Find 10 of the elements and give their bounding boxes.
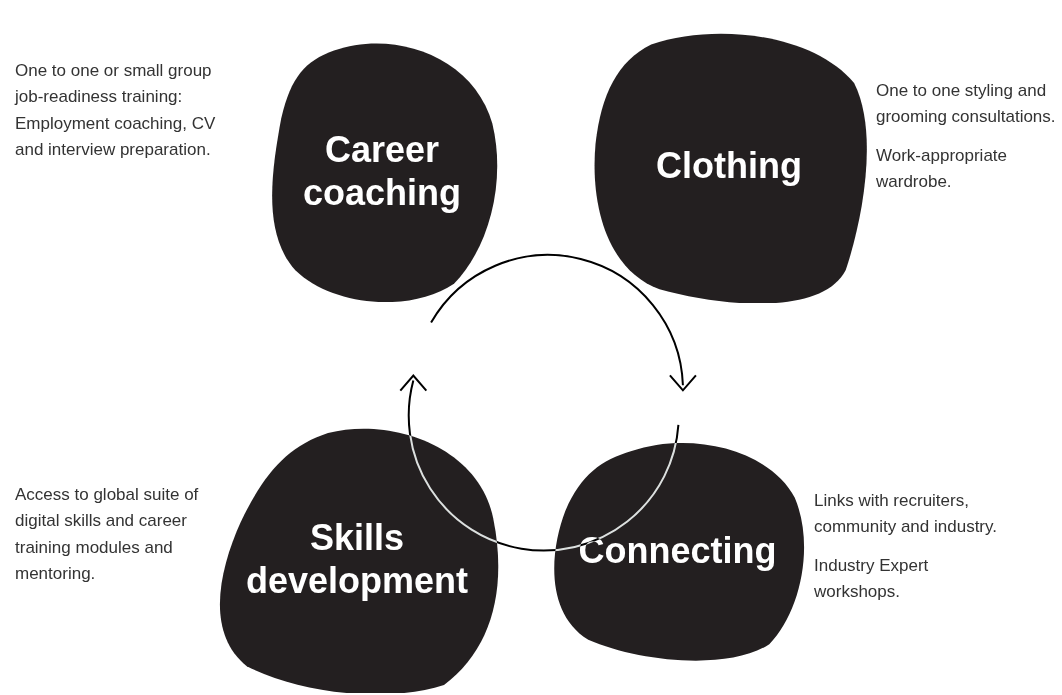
blob-title: Career coaching [302, 127, 462, 215]
description-text: Links with recruiters, community and industry. [814, 490, 998, 539]
blob-title: Skills development [244, 515, 469, 603]
blob-title: Clothing [655, 143, 803, 188]
description-text: One to one styling and grooming consultations. [876, 80, 1057, 129]
description-text: One to one or small group job-readiness training: Employment coaching, CV and interview preparation. [15, 60, 217, 162]
description-text: Industry Expert workshops. [814, 554, 930, 604]
blob-title: Connecting [577, 529, 778, 573]
description-text: Work-appropriate wardrobe. [876, 144, 1009, 194]
description-text: Access to global suite of digital skills and career training modules and mentoring. [15, 484, 200, 586]
